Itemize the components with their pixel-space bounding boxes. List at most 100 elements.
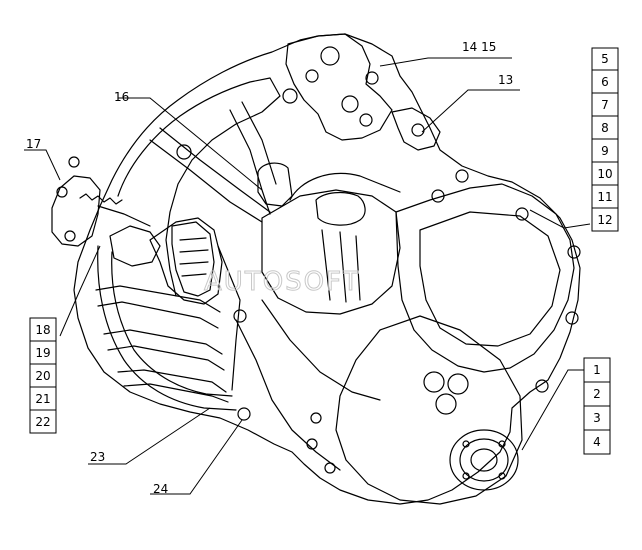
rib-5 [117,369,227,393]
slave-cylinder [51,175,101,247]
bolt-side-1 [233,309,247,323]
leader-24 [150,419,243,495]
box-12-label: 12 [597,213,612,227]
callout-box-group-5-12: 5 6 7 8 9 10 11 12 [591,47,619,232]
rear-bolt-6 [431,189,445,203]
flange-bolt-4 [498,472,506,480]
box-2 [583,381,611,407]
rear-bolt-4 [565,311,579,325]
flange-bolt-3 [462,472,470,480]
bolt-upper-mid [282,88,298,104]
diff-plug-3 [435,393,457,415]
box-8-label: 8 [601,121,609,135]
box-3 [583,405,611,431]
bell-housing-front [117,77,281,297]
rib-6 [123,383,229,403]
rear-bolt-5 [535,379,549,393]
watermark-text: AUTOSOFT [204,267,361,297]
leader-lines [24,57,591,495]
label-17: 17 [26,137,41,151]
label-24: 24 [153,482,168,496]
slave-rod [97,205,151,227]
top-bracket [285,33,393,141]
box-12 [591,207,619,232]
bolt-top-1 [305,69,319,83]
box-22 [29,409,57,434]
box-11-label: 11 [597,190,612,204]
bolt-side-2 [237,407,251,421]
slave-fitting-1 [68,156,80,168]
rib-1 [95,285,221,313]
actuator-fins [179,237,209,277]
upper-rib-3 [229,109,271,215]
leader-1-4 [521,369,588,451]
leader-18-22 [59,245,101,337]
flange-bolt-1 [462,440,470,448]
callout-labels: 14 15 13 16 17 23 24 [26,40,513,496]
leader-17 [24,149,61,181]
bracket-hole-2 [341,95,359,113]
callout-box-group-18-22: 18 19 20 21 22 [29,317,57,434]
shift-lever-stub [257,162,293,207]
bracket-hole-1 [320,46,340,66]
box-19-label: 19 [35,346,50,360]
bell-housing-rim [97,245,237,411]
diff-plug-1 [423,371,445,393]
box-7-label: 7 [601,98,609,112]
actuator-cover [171,221,215,297]
slave-fitting-2 [56,186,68,198]
box-4-label: 4 [593,435,601,449]
callout-box-group-1-4: 1 2 3 4 [583,357,611,455]
shift-cable-guide [289,172,401,201]
bell-housing-rim-inner [111,251,233,397]
mid-seam [217,245,241,391]
box-9-label: 9 [601,144,609,158]
leader-5-12 [529,209,591,229]
output-flange-mid [459,438,509,482]
leader-14-15 [379,57,512,67]
actuator-housing [149,217,223,305]
upper-rib-4 [241,101,277,185]
bolt-side-4 [306,438,318,450]
box-18-label: 18 [35,323,50,337]
shift-tower-body [261,189,401,315]
rear-bolt-2 [515,207,529,221]
output-flange-inner [470,448,498,472]
label-14-15: 14 15 [462,40,496,54]
bolt-top-2 [365,71,379,85]
bolt-top-3 [359,113,373,127]
box-3-label: 3 [593,411,601,425]
rib-2 [97,301,219,329]
bolt-upper-left [176,144,192,160]
box-2-label: 2 [593,387,601,401]
bolt-side-3 [310,412,322,424]
hook-hole [411,123,425,137]
label-13: 13 [498,73,513,87]
shift-shaft [321,229,361,303]
housing-outline [73,33,581,505]
rear-housing [395,183,575,373]
upper-rib-1 [149,139,263,223]
differential-housing [335,315,523,505]
rear-housing-flange [419,211,561,347]
leader-16 [118,97,263,191]
leader-13 [421,89,520,133]
box-5-label: 5 [601,52,609,66]
output-flange-outer [449,429,519,491]
slave-fitting-3 [64,230,76,242]
flange-bolt-2 [498,440,506,448]
box-4 [583,429,611,455]
box-20-label: 20 [35,369,50,383]
lower-body-edge [235,319,341,471]
box-6-label: 6 [601,75,609,89]
box-21-label: 21 [35,392,50,406]
label-23: 23 [90,450,105,464]
label-16: 16 [114,90,129,104]
shift-tower-top [315,191,366,226]
upper-rib-2 [159,127,271,213]
slave-spring [79,193,123,205]
box-1 [583,357,611,383]
diff-plug-2 [447,373,469,395]
box-1-label: 1 [593,363,601,377]
